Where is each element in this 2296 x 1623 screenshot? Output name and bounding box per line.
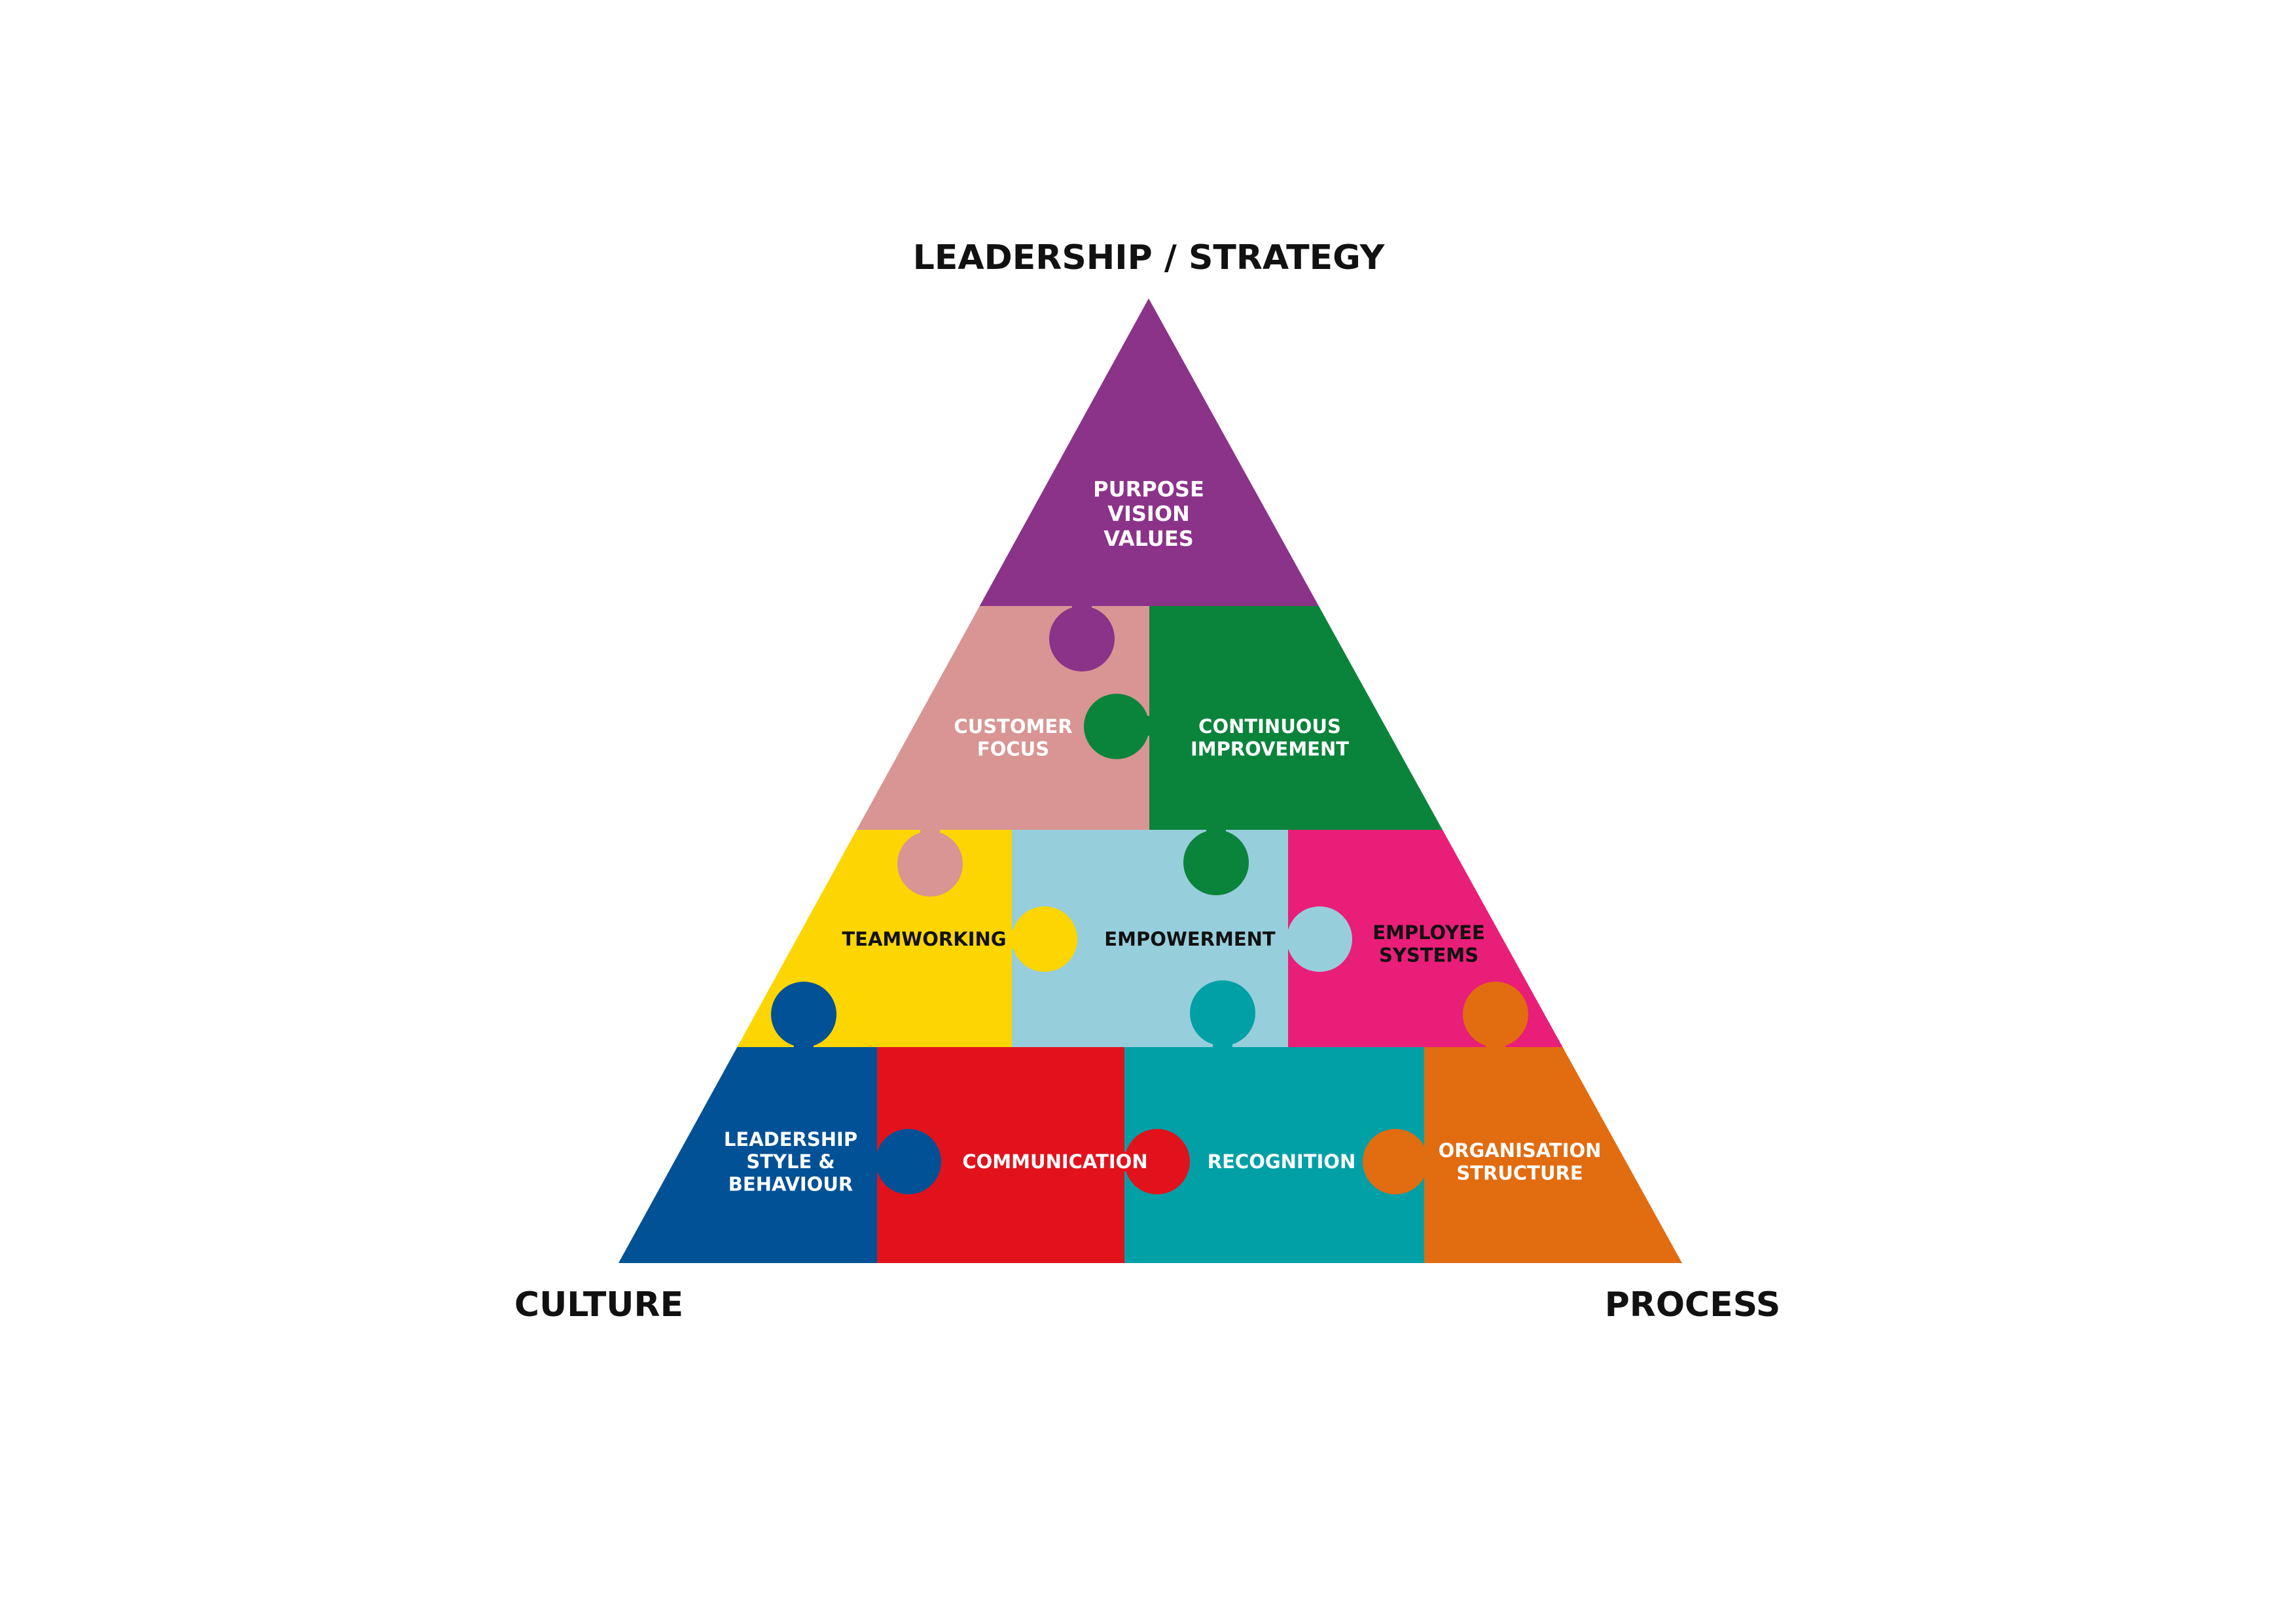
puzzle-tab-recognition bbox=[1190, 980, 1255, 1054]
puzzle-tab-organisation-structure bbox=[1463, 982, 1528, 1054]
piece-label-line: CUSTOMER bbox=[954, 715, 1072, 738]
corner-label-right: PROCESS bbox=[1604, 1285, 1781, 1325]
puzzle-tab-leadership-style-side bbox=[870, 1129, 941, 1194]
corner-label-left: CULTURE bbox=[514, 1285, 684, 1325]
piece-label-line: VISION bbox=[1107, 501, 1190, 526]
piece-label-line: STRUCTURE bbox=[1456, 1162, 1583, 1184]
puzzle-piece-purpose bbox=[619, 298, 1682, 607]
piece-label-line: TEAMWORKING bbox=[842, 928, 1006, 950]
piece-label-line: PURPOSE bbox=[1093, 476, 1204, 501]
piece-label-line: BEHAVIOUR bbox=[728, 1173, 853, 1195]
puzzle-tab-organisation-structure-side bbox=[1363, 1129, 1436, 1194]
puzzle-tab-communication bbox=[1118, 1129, 1190, 1194]
puzzle-tab-continuous-improvement bbox=[1084, 694, 1158, 759]
piece-label-line: EMPOWERMENT bbox=[1104, 928, 1276, 950]
piece-label-line: IMPROVEMENT bbox=[1191, 738, 1349, 760]
corner-label-top: LEADERSHIP / STRATEGY bbox=[912, 238, 1385, 277]
piece-label-line: CONTINUOUS bbox=[1198, 715, 1341, 738]
puzzle-tab-teamworking bbox=[1005, 906, 1077, 972]
piece-label-communication: COMMUNICATION bbox=[962, 1150, 1147, 1173]
piece-label-line: SYSTEMS bbox=[1379, 944, 1479, 966]
puzzle-tab-customer-focus bbox=[897, 826, 963, 897]
piece-label-line: VALUES bbox=[1103, 526, 1194, 551]
piece-label-empowerment: EMPOWERMENT bbox=[1104, 928, 1276, 950]
puzzle-tab-empowerment bbox=[1282, 906, 1352, 972]
puzzle-tab-leadership-style bbox=[771, 982, 836, 1054]
piece-label-line: LEADERSHIP bbox=[724, 1128, 857, 1150]
piece-label-line: COMMUNICATION bbox=[962, 1150, 1147, 1173]
piece-label-line: RECOGNITION bbox=[1208, 1150, 1355, 1173]
piece-label-line: STYLE & bbox=[746, 1150, 834, 1173]
piece-label-teamworking: TEAMWORKING bbox=[842, 928, 1006, 950]
piece-label-line: FOCUS bbox=[977, 738, 1049, 760]
puzzle-tab-continuous-improvement-lower bbox=[1183, 826, 1249, 895]
piece-label-recognition: RECOGNITION bbox=[1208, 1150, 1355, 1173]
piece-label-line: ORGANISATION bbox=[1439, 1139, 1602, 1162]
piece-label-line: EMPLOYEE bbox=[1372, 921, 1485, 944]
puzzle-tab-purpose bbox=[1049, 602, 1115, 671]
